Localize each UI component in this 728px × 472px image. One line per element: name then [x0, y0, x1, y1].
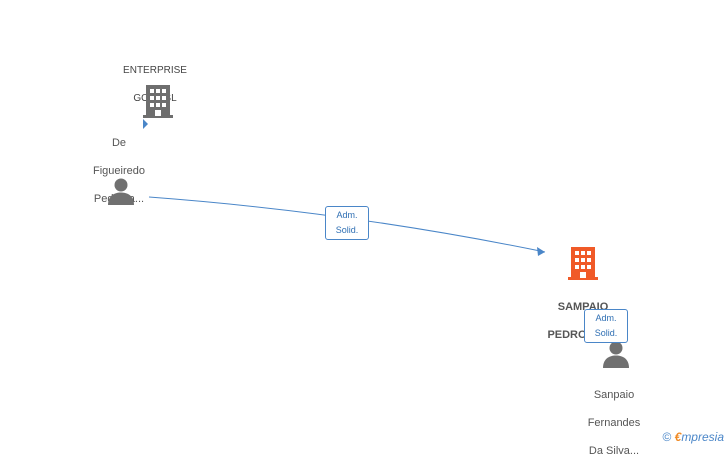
relation-badge-adm-solid[interactable]: Adm. Solid.	[325, 206, 369, 240]
de-figueiredo-label-line1: De	[111, 137, 127, 149]
badge-line2: Solid.	[594, 328, 618, 338]
arrowhead-enterprise	[143, 119, 148, 129]
person-icon[interactable]	[106, 176, 136, 206]
enterprise-gold-label-line1: ENTERPRISE	[123, 65, 187, 76]
building-icon[interactable]	[568, 245, 598, 281]
de-figueiredo-label-line2: Figueiredo	[93, 165, 145, 177]
badge-line1: Adm.	[336, 210, 358, 220]
sanpaio-fernandes-label-line3: Da Silva...	[588, 445, 640, 457]
empresia-brand[interactable]: © €mpresia	[662, 430, 724, 444]
building-icon[interactable]	[143, 83, 173, 119]
relation-badge-adm-solid[interactable]: Adm. Solid.	[584, 309, 628, 343]
copyright-icon: ©	[662, 430, 672, 444]
brand-logo-e: €	[674, 430, 682, 444]
sanpaio-fernandes-label-line1: Sanpaio	[593, 389, 635, 401]
person-icon[interactable]	[601, 339, 631, 369]
brand-name: mpresia	[681, 430, 724, 444]
badge-line2: Solid.	[335, 225, 359, 235]
badge-line1: Adm.	[595, 313, 617, 323]
sanpaio-fernandes-label-line2: Fernandes	[587, 417, 641, 429]
sanpaio-fernandes-label[interactable]: Sanpaio Fernandes Da Silva...	[574, 374, 654, 472]
arrowhead-sampaio	[537, 247, 545, 256]
